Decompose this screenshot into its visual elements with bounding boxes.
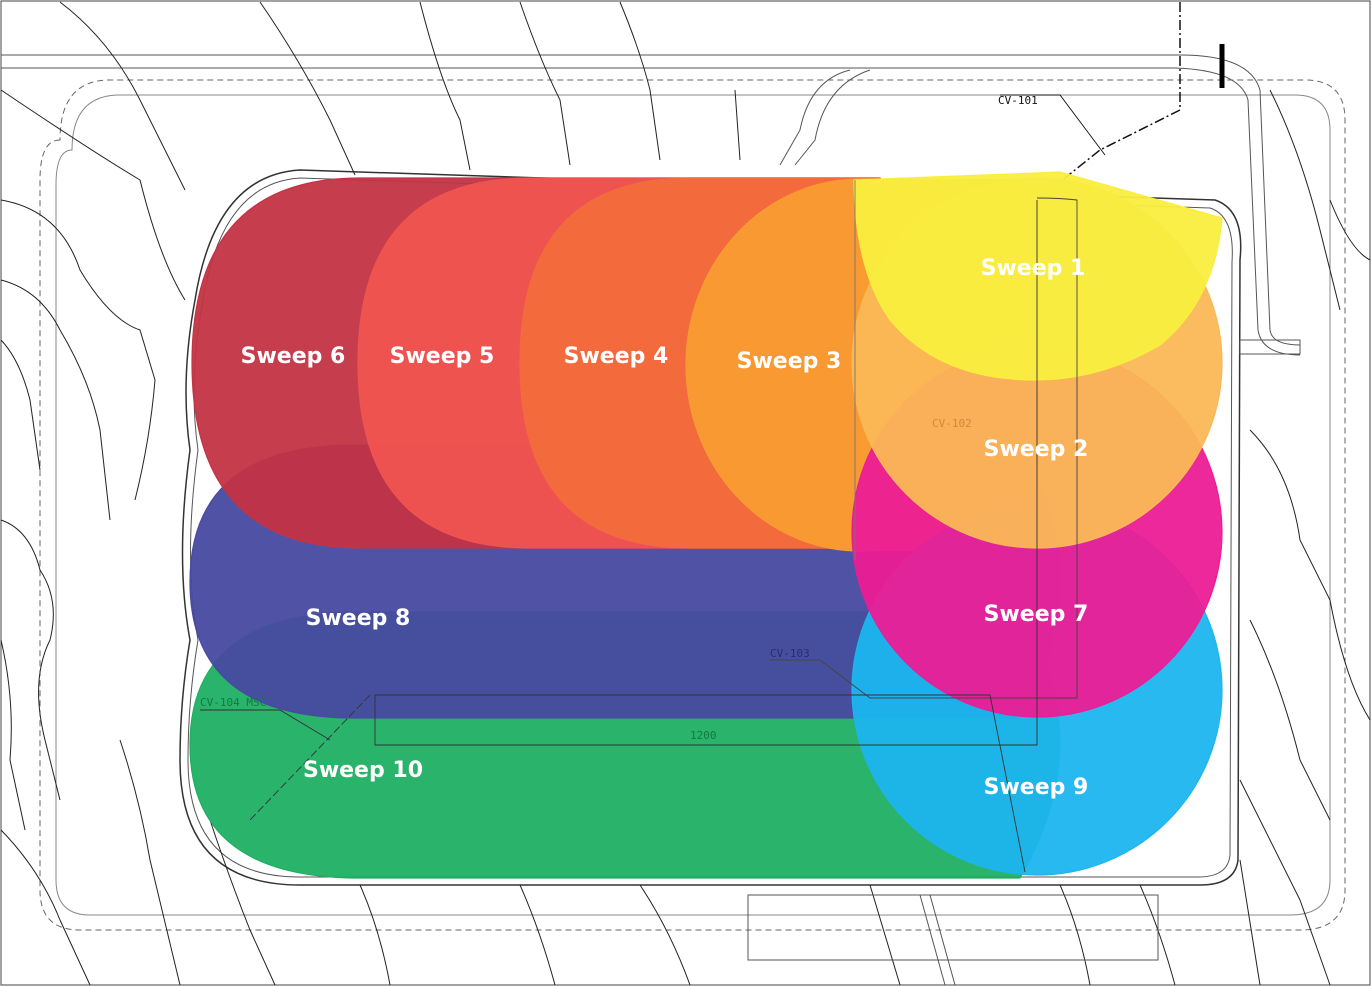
sweep-10-label: Sweep 10 bbox=[303, 758, 423, 783]
contour bbox=[1239, 859, 1261, 986]
drainage-channel bbox=[919, 894, 956, 986]
contour bbox=[1059, 884, 1091, 986]
contour bbox=[0, 89, 186, 301]
cv104-label: CV-104 MSC bbox=[200, 696, 266, 709]
sweep-6-label: Sweep 6 bbox=[241, 344, 346, 369]
contour bbox=[519, 884, 556, 986]
contour bbox=[1269, 89, 1341, 311]
cv104-line bbox=[249, 694, 371, 821]
road-edge-2 bbox=[1, 67, 1301, 356]
cad-overlay bbox=[200, 94, 1106, 873]
contour bbox=[1239, 779, 1331, 986]
contour bbox=[619, 1, 661, 161]
contour bbox=[639, 884, 691, 986]
sweep-8-label: Sweep 8 bbox=[306, 606, 411, 631]
contour bbox=[0, 639, 26, 831]
contour bbox=[734, 89, 741, 161]
dimension-box bbox=[374, 200, 1038, 873]
bottom-structure bbox=[747, 894, 1159, 961]
contour bbox=[359, 884, 391, 986]
cv103-label: CV-103 bbox=[770, 647, 810, 660]
sweep-5-label: Sweep 5 bbox=[390, 344, 495, 369]
cv101-label: CV-101 bbox=[998, 94, 1038, 107]
contour bbox=[1249, 619, 1331, 821]
contour bbox=[0, 829, 91, 986]
contour bbox=[259, 1, 356, 176]
cv104-leader bbox=[200, 709, 331, 741]
sweep-7-label: Sweep 7 bbox=[984, 602, 1089, 627]
cv102-label: CV-102 bbox=[932, 417, 972, 430]
sweep-3-label: Sweep 3 bbox=[737, 349, 842, 374]
road-edge-1 bbox=[1, 54, 1301, 346]
contour bbox=[1249, 429, 1371, 721]
contour bbox=[0, 519, 61, 801]
cv101-leader bbox=[1000, 94, 1106, 156]
cad-labels: CV-101 CV-102 CV-103 CV-104 MSC 1200 bbox=[200, 94, 1038, 742]
sweep-areas bbox=[189, 171, 1223, 879]
sweep-1-area bbox=[853, 171, 1223, 381]
contour bbox=[209, 819, 276, 986]
sweep-labels: Sweep 1 Sweep 2 Sweep 3 Sweep 4 Sweep 5 … bbox=[241, 256, 1089, 800]
cv102-cv103-line bbox=[770, 197, 1078, 699]
contour bbox=[119, 739, 181, 986]
road-branch-2 bbox=[794, 69, 871, 166]
contour bbox=[419, 1, 471, 171]
contour bbox=[59, 1, 186, 191]
site-boundary-inner bbox=[55, 94, 1331, 916]
road-branch bbox=[779, 69, 851, 166]
sweep-2-label: Sweep 2 bbox=[984, 437, 1089, 462]
sweep-4-label: Sweep 4 bbox=[564, 344, 669, 369]
site-boundary-dashed bbox=[39, 79, 1346, 931]
contour bbox=[0, 199, 156, 501]
sweep-1-label: Sweep 1 bbox=[981, 256, 1086, 281]
outlet-structure bbox=[1239, 339, 1301, 355]
contour bbox=[519, 1, 571, 166]
dimension-label: 1200 bbox=[690, 729, 717, 742]
cv101-line bbox=[1059, 2, 1181, 183]
contour bbox=[1329, 199, 1371, 261]
contour bbox=[0, 339, 41, 471]
sweep-9-label: Sweep 9 bbox=[984, 775, 1089, 800]
contour bbox=[0, 279, 111, 521]
contour bbox=[869, 884, 901, 986]
pond-rim bbox=[179, 169, 1242, 886]
